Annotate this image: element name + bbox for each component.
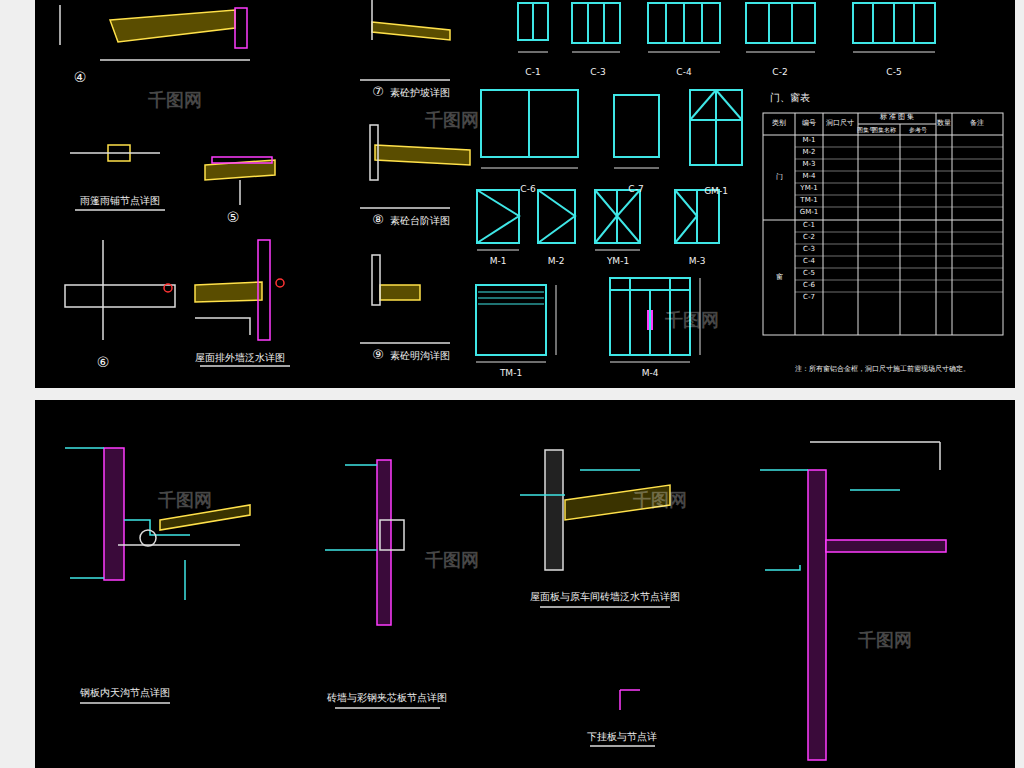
drawing-title: 下挂板与节点详: [587, 731, 657, 742]
watermark: 千图网: [665, 310, 719, 330]
drawing-title: 标 准 图 集: [880, 114, 915, 122]
tag-label: ⑧: [372, 213, 384, 227]
tag-label: M-2: [548, 257, 565, 267]
tag-label: TM-1: [800, 197, 817, 205]
tag-label: C-3: [590, 68, 605, 78]
tag-label: C-6: [520, 185, 535, 195]
watermark: 千图网: [148, 90, 202, 110]
tag-label: 编号: [802, 120, 816, 128]
tag-label: C-5: [886, 68, 901, 78]
watermark: 千图网: [425, 550, 479, 570]
tag-label: C-1: [525, 68, 540, 78]
tag-label: YM-1: [607, 257, 629, 267]
tag-label: 图集名称: [872, 127, 896, 134]
tag-label: M-4: [802, 173, 815, 181]
tag-label: C-4: [803, 258, 815, 266]
tag-label: 洞口尺寸: [826, 120, 854, 128]
tag-label: ⑨: [372, 348, 384, 362]
tag-label: M-3: [802, 161, 815, 169]
watermark: 千图网: [858, 630, 912, 650]
tag-label: M-1: [490, 257, 507, 267]
tag-label: ⑦: [372, 85, 384, 99]
tag-label: C-2: [803, 234, 815, 242]
tag-label: GM-1: [704, 187, 728, 197]
tag-label: ⑤: [227, 210, 240, 225]
drawing-title: 雨篷雨铺节点详图: [80, 195, 160, 206]
tag-label: 类别: [772, 120, 786, 128]
drawing-title: 屋面排外墙泛水详图: [195, 352, 285, 363]
tag-label: C-5: [803, 270, 815, 278]
tag-label: C-7: [803, 294, 815, 302]
tag-label: YM-1: [800, 185, 817, 193]
tag-label: M-2: [802, 149, 815, 157]
drawing-title: 素砼护坡详图: [390, 87, 450, 98]
drawing-title: 注：所有窗铝合金框，洞口尺寸施工前需现场尺寸确定。: [795, 366, 970, 374]
tag-label: TM-1: [500, 369, 522, 379]
watermark: 千图网: [158, 490, 212, 510]
tag-label: 备注: [970, 120, 984, 128]
tag-label: 数量: [937, 120, 951, 128]
drawing-title: 钢板内天沟节点详图: [80, 687, 170, 698]
tag-label: M-4: [642, 369, 659, 379]
drawing-title: 屋面板与原车间砖墙泛水节点详图: [530, 591, 680, 602]
tag-label: C-3: [803, 246, 815, 254]
tag-label: 参考号: [909, 127, 927, 134]
tag-label: C-6: [803, 282, 815, 290]
drawing-title: 素砼台阶详图: [390, 215, 450, 226]
tag-label: M-3: [689, 257, 706, 267]
watermark: 千图网: [425, 110, 479, 130]
tag-label: ⑥: [97, 355, 110, 370]
tag-label: M-1: [802, 137, 815, 145]
tag-label: C-2: [772, 68, 787, 78]
watermark: 千图网: [633, 490, 687, 510]
tag-label: ④: [74, 70, 87, 85]
tag-label: GM-1: [800, 209, 818, 217]
drawing-title: 砖墙与彩钢夹芯板节点详图: [327, 692, 447, 703]
tag-label: C-4: [676, 68, 691, 78]
tag-label: C-7: [628, 185, 643, 195]
tag-label: 门: [776, 174, 783, 182]
drawing-title: 素砼明沟详图: [390, 350, 450, 361]
tag-label: 门、窗表: [770, 92, 810, 103]
tag-label: 窗: [776, 274, 783, 282]
tag-label: C-1: [803, 222, 815, 230]
